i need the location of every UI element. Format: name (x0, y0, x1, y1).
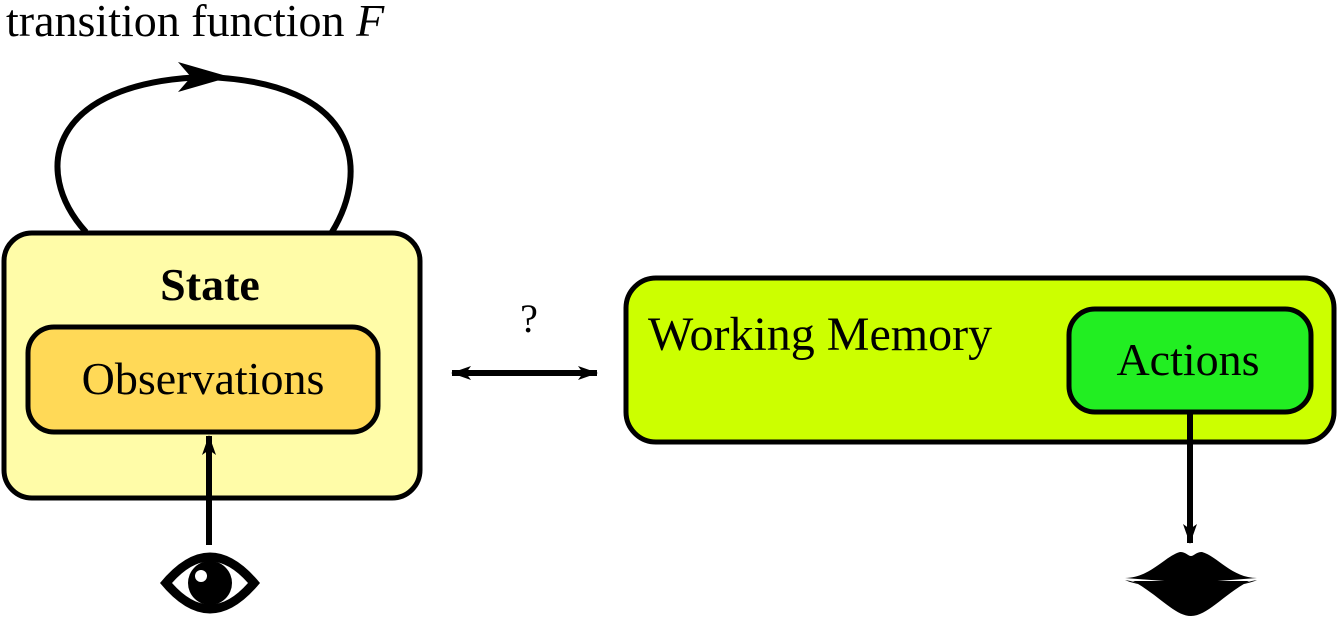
observations-label: Observations (82, 353, 325, 404)
title-symbol: F (355, 0, 385, 46)
actions-box (1066, 306, 1314, 415)
title-text: transition function (6, 0, 356, 46)
observations-box (25, 324, 381, 435)
transition-loop-arrow (54, 73, 354, 235)
transition-loop-arrowhead (178, 62, 230, 92)
mouth-icon (1125, 552, 1257, 616)
actions-label: Actions (1116, 334, 1259, 385)
working-memory-label: Working Memory (648, 308, 992, 361)
diagram-title: transition function F (6, 0, 385, 46)
link-question-label: ? (520, 296, 538, 341)
eye-icon (160, 552, 260, 614)
state-label: State (160, 259, 260, 310)
